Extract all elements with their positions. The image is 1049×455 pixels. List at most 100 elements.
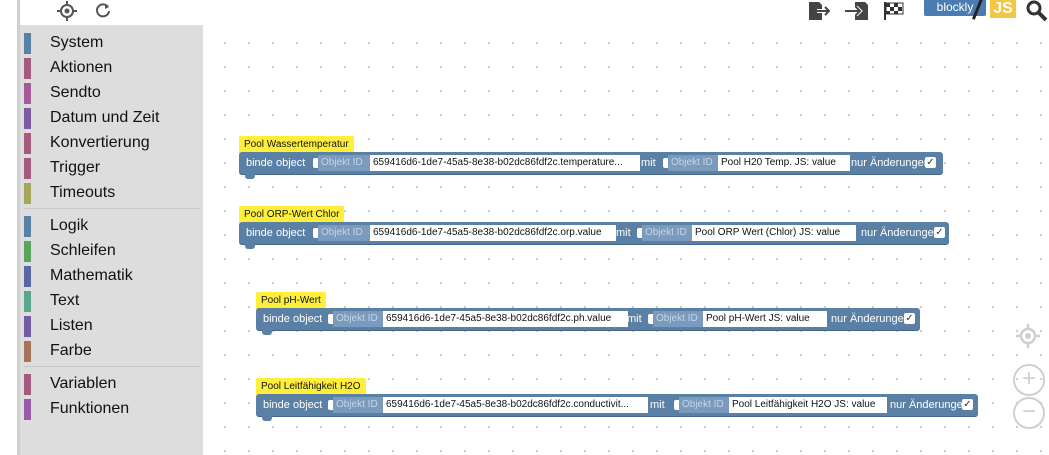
category-color — [24, 216, 31, 237]
category-logik[interactable]: Logik — [20, 213, 203, 238]
category-text[interactable]: Text — [20, 288, 203, 313]
category-schleifen[interactable]: Schleifen — [20, 238, 203, 263]
block-keyword-bind: binde object — [263, 399, 323, 411]
zoom-out-button[interactable]: − — [1013, 397, 1045, 429]
import-icon[interactable] — [843, 0, 871, 22]
category-trigger[interactable]: Trigger — [20, 155, 203, 180]
category-label: Logik — [50, 217, 89, 234]
slot-connector — [328, 400, 333, 410]
category-label: Sendto — [50, 84, 101, 101]
crosshair-icon[interactable] — [56, 0, 78, 22]
target-object-id[interactable]: Pool ORP Wert (Chlor) JS: value — [692, 225, 856, 241]
block-keyword-mit: mit — [627, 313, 642, 325]
source-object-id[interactable]: 659416d6-1de7-45a5-8e38-b02dc86fdf2c.orp… — [370, 225, 616, 241]
category-color — [24, 33, 31, 54]
category-label: Datum und Zeit — [50, 109, 160, 126]
bind-object-block[interactable]: binde object Objekt ID 659416d6-1de7-45a… — [256, 394, 978, 421]
block-keyword-only-changes: nur Änderungen — [861, 227, 940, 239]
source-object-id[interactable]: 659416d6-1de7-45a5-8e38-b02dc86fdf2c.ph.… — [383, 311, 628, 327]
category-label: Text — [50, 292, 80, 309]
bind-object-block[interactable]: binde object Objekt ID 659416d6-1de7-45a… — [239, 152, 943, 179]
source-object-slot[interactable]: Objekt ID 659416d6-1de7-45a5-8e38-b02dc8… — [313, 155, 640, 171]
category-mathematik[interactable]: Mathematik — [20, 263, 203, 288]
block-keyword-bind: binde object — [263, 313, 323, 325]
source-object-id[interactable]: 659416d6-1de7-45a5-8e38-b02dc86fdf2c.con… — [383, 397, 648, 413]
block-keyword-only-changes: nur Änderungen — [831, 313, 910, 325]
target-object-slot[interactable]: Objekt ID Pool ORP Wert (Chlor) JS: valu… — [637, 225, 857, 241]
category-listen[interactable]: Listen — [20, 313, 203, 338]
category-sendto[interactable]: Sendto — [20, 80, 203, 105]
zoom-in-button[interactable]: + — [1013, 364, 1045, 396]
category-label: Aktionen — [50, 59, 113, 76]
block-comment[interactable]: Pool ORP-Wert Chlor — [239, 206, 345, 224]
mode-toggle[interactable]: blockly JS — [914, 0, 1018, 20]
slot-tag: Objekt ID — [653, 311, 705, 327]
category-datum-und-zeit[interactable]: Datum und Zeit — [20, 105, 203, 130]
target-object-id[interactable]: Pool H20 Temp. JS: value — [718, 155, 850, 171]
category-color — [24, 341, 31, 362]
block-keyword-mit: mit — [650, 399, 665, 411]
category-label: Schleifen — [50, 242, 116, 259]
search-icon[interactable] — [1026, 0, 1048, 22]
zoom-center-button[interactable] — [1015, 323, 1041, 349]
category-farbe[interactable]: Farbe — [20, 338, 203, 363]
slot-tag: Objekt ID — [318, 155, 370, 171]
target-object-slot[interactable]: Objekt ID Pool Leitfähigkeit H2O JS: val… — [674, 397, 888, 413]
slot-connector — [637, 228, 642, 238]
source-object-slot[interactable]: Objekt ID 659416d6-1de7-45a5-8e38-b02dc8… — [328, 311, 628, 327]
category-variablen[interactable]: Variablen — [20, 371, 203, 396]
bind-object-block[interactable]: binde object Objekt ID 659416d6-1de7-45a… — [239, 222, 949, 249]
category-label: Timeouts — [50, 184, 116, 201]
slot-tag: Objekt ID — [642, 225, 694, 241]
target-object-id[interactable]: Pool pH-Wert JS: value — [703, 311, 827, 327]
toolbar: blockly JS — [0, 0, 1049, 25]
crosshair-icon — [1016, 324, 1040, 348]
block-keyword-only-changes: nur Änderungen — [890, 399, 969, 411]
target-object-id[interactable]: Pool Leitfähigkeit H2O JS: value — [729, 397, 887, 413]
only-changes-checkbox[interactable]: ✓ — [904, 313, 915, 324]
bind-block-group: Pool ORP-Wert Chlor binde object Objekt … — [239, 206, 951, 250]
category-label: Funktionen — [50, 400, 130, 417]
category-color — [24, 158, 31, 179]
slot-connector — [313, 158, 318, 168]
mode-js-button[interactable]: JS — [990, 0, 1016, 18]
category-label: Konvertierung — [50, 134, 150, 151]
target-object-slot[interactable]: Objekt ID Pool pH-Wert JS: value — [648, 311, 828, 327]
mode-blockly-button[interactable]: blockly — [924, 0, 986, 16]
slot-connector — [313, 228, 318, 238]
export-icon[interactable] — [806, 0, 832, 22]
category-funktionen[interactable]: Funktionen — [20, 396, 203, 421]
category-konvertierung[interactable]: Konvertierung — [20, 130, 203, 155]
bind-object-block[interactable]: binde object Objekt ID 659416d6-1de7-45a… — [256, 308, 920, 335]
category-color — [24, 399, 31, 420]
blockly-workspace[interactable]: Pool Wassertemperatur binde object Objek… — [203, 25, 1049, 455]
only-changes-checkbox[interactable]: ✓ — [962, 399, 973, 410]
source-object-id[interactable]: 659416d6-1de7-45a5-8e38-b02dc86fdf2c.tem… — [370, 155, 640, 171]
source-object-slot[interactable]: Objekt ID 659416d6-1de7-45a5-8e38-b02dc8… — [328, 397, 648, 413]
slot-tag: Objekt ID — [333, 397, 385, 413]
checkered-flag-icon[interactable] — [880, 0, 906, 22]
toolbox: System Aktionen Sendto Datum und Zeit Ko… — [20, 25, 203, 455]
refresh-icon[interactable] — [93, 0, 113, 22]
slot-tag: Objekt ID — [679, 397, 731, 413]
category-aktionen[interactable]: Aktionen — [20, 55, 203, 80]
category-color — [24, 241, 31, 262]
block-keyword-mit: mit — [616, 227, 631, 239]
slot-connector — [674, 400, 679, 410]
target-object-slot[interactable]: Objekt ID Pool H20 Temp. JS: value — [663, 155, 850, 171]
category-timeouts[interactable]: Timeouts — [20, 180, 203, 205]
only-changes-checkbox[interactable]: ✓ — [934, 227, 945, 238]
block-comment[interactable]: Pool Leitfähigkeit H2O — [256, 378, 366, 396]
category-label: Listen — [50, 317, 93, 334]
category-color — [24, 374, 31, 395]
block-comment[interactable]: Pool pH-Wert — [256, 292, 326, 310]
block-comment[interactable]: Pool Wassertemperatur — [239, 136, 354, 154]
category-system[interactable]: System — [20, 30, 203, 55]
slot-tag: Objekt ID — [668, 155, 720, 171]
category-color — [24, 291, 31, 312]
source-object-slot[interactable]: Objekt ID 659416d6-1de7-45a5-8e38-b02dc8… — [313, 225, 616, 241]
only-changes-checkbox[interactable]: ✓ — [925, 157, 936, 168]
bind-block-group: Pool pH-Wert binde object Objekt ID 6594… — [256, 292, 922, 336]
category-color — [24, 83, 31, 104]
block-keyword-bind: binde object — [246, 227, 306, 239]
